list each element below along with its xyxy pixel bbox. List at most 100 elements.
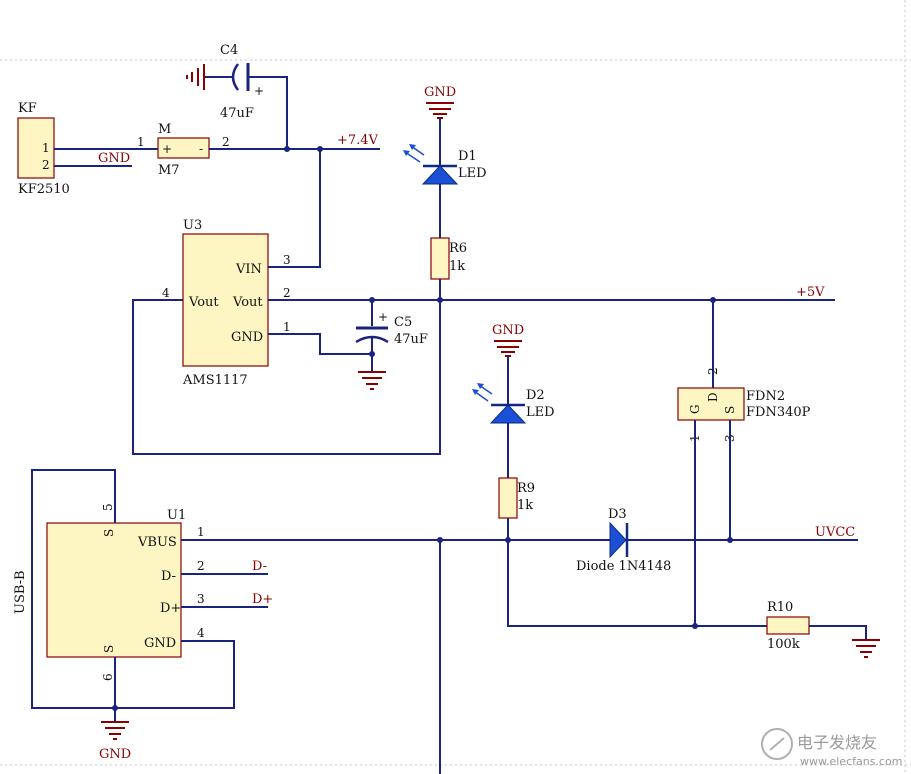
wire-u3-vin — [268, 149, 321, 268]
diode-d3-triangle — [609, 521, 627, 559]
resistor-r6[interactable]: R6 1k — [430, 237, 467, 280]
regulator-u3-pin-vin: 3 — [283, 253, 291, 267]
switch-m-plus: + — [162, 142, 172, 156]
resistor-r9[interactable]: R9 1k — [498, 477, 535, 519]
wire-r10-left — [507, 540, 767, 627]
watermark-logo-icon — [761, 728, 793, 760]
resistor-r10[interactable]: R10 100k — [766, 600, 810, 652]
switch-m-ref: M — [158, 122, 171, 137]
mosfet-fdn2[interactable]: FDN2 FDN340P G D S 2 1 3 — [677, 367, 811, 442]
watermark-main: 电子发烧友 — [797, 733, 877, 752]
capacitor-c5-value: 47uF — [394, 332, 428, 347]
gnd-label-d2: GND — [492, 323, 524, 338]
led-d1-arrow-2 — [409, 144, 416, 150]
regulator-u3-gnd: GND — [231, 330, 263, 345]
switch-m-pin1: 1 — [137, 135, 145, 149]
gnd-symbol-c5 — [358, 371, 386, 390]
capacitor-c4-plate-curved — [231, 63, 240, 91]
resistor-r6-body — [430, 237, 450, 280]
led-d2-ref: D2 — [526, 388, 545, 403]
resistor-r10-value: 100k — [767, 637, 800, 652]
diode-d3-ref: D3 — [608, 507, 627, 522]
usb-connector-u1-pin3: 3 — [197, 592, 205, 606]
usb-connector-u1-pin2: 2 — [197, 559, 205, 573]
connector-kf-gnd-net: GND — [98, 151, 130, 166]
watermark-sub: www.elecfans.com — [800, 755, 902, 768]
junction-c4 — [284, 146, 290, 152]
mosfet-fdn2-ref: FDN2 — [746, 389, 785, 404]
junction-vbus-down — [437, 537, 443, 543]
gnd-symbol-usb — [101, 721, 129, 740]
gnd-symbol-r10 — [852, 639, 880, 658]
usb-connector-u1-body — [46, 522, 182, 658]
usb-connector-u1-pin1: 1 — [197, 525, 205, 539]
wire-u3-gnd — [268, 333, 372, 355]
junction-uvcc — [727, 537, 733, 543]
capacitor-c5-ref: C5 — [394, 315, 412, 330]
regulator-u3-part: AMS1117 — [182, 373, 248, 388]
usb-connector-u1-pin6: 6 — [101, 673, 115, 681]
capacitor-c4-value: 47uF — [220, 106, 254, 121]
mosfet-fdn2-g: G — [688, 404, 702, 414]
led-d2-arrow-2 — [477, 383, 484, 389]
connector-kf-pin1: 1 — [42, 141, 50, 155]
usb-connector-u1-gnd: GND — [144, 636, 176, 651]
watermark: 电子发烧友 www.elecfans.com — [761, 728, 902, 768]
regulator-u3-vout-right: Vout — [232, 295, 263, 310]
connector-kf-pin2: 2 — [42, 158, 50, 172]
usb-connector-u1-pin5: 5 — [101, 503, 115, 511]
net-label-uvcc: UVCC — [815, 525, 855, 540]
regulator-u3-ref: U3 — [183, 218, 202, 233]
gnd-label-usb: GND — [99, 747, 131, 762]
switch-m[interactable]: M M7 + - 1 2 — [137, 122, 230, 178]
usb-connector-u1-ref: U1 — [167, 508, 186, 523]
mosfet-fdn2-body — [677, 387, 745, 421]
usb-connector-u1-s-top: S — [102, 529, 116, 537]
led-d2-arrow-1 — [472, 389, 479, 395]
led-d1-ref: D1 — [458, 149, 477, 164]
resistor-r6-ref: R6 — [449, 241, 467, 256]
wire-u3-vout-loop — [132, 299, 441, 455]
usb-connector-u1[interactable]: U1 USB-B VBUS D- D+ GND S S 1 2 3 4 5 6 — [13, 503, 205, 681]
regulator-u3-body — [182, 233, 269, 367]
gnd-symbol-c4 — [186, 64, 205, 90]
junction-r10-gate — [692, 623, 698, 629]
mosfet-fdn2-d: D — [706, 392, 720, 402]
led-d2[interactable]: D2 LED — [472, 383, 555, 424]
resistor-r9-value: 1k — [517, 498, 533, 513]
usb-connector-u1-dplus: D+ — [160, 601, 181, 616]
gnd-symbol-d2 — [494, 340, 522, 357]
usb-connector-u1-s-bottom: S — [102, 645, 116, 653]
usb-connector-u1-label: USB-B — [13, 570, 28, 614]
led-d2-part: LED — [526, 405, 555, 420]
net-label-5v: +5V — [796, 285, 825, 300]
regulator-u3-pin-gnd: 1 — [283, 320, 291, 334]
resistor-r10-ref: R10 — [767, 600, 793, 615]
diode-d3[interactable]: D3 Diode 1N4148 — [576, 507, 671, 574]
led-d1-triangle — [421, 165, 459, 185]
led-d2-triangle — [489, 404, 527, 424]
connector-kf[interactable]: KF KF2510 1 2 GND — [17, 101, 130, 197]
mosfet-fdn2-s: S — [723, 406, 737, 414]
regulator-u3[interactable]: U3 AMS1117 VIN Vout Vout GND 3 2 1 4 — [162, 218, 291, 388]
capacitor-c5-plus: + — [378, 310, 388, 324]
led-d1-arrow-1 — [403, 150, 410, 156]
net-label-dminus: D- — [252, 559, 267, 574]
switch-m-part: M7 — [158, 163, 180, 178]
capacitor-c4-ref: C4 — [220, 43, 238, 58]
net-label-dplus: D+ — [252, 592, 273, 607]
mosfet-fdn2-part: FDN340P — [746, 405, 811, 420]
regulator-u3-pin-vout-r: 2 — [283, 286, 291, 300]
connector-kf-part: KF2510 — [18, 182, 70, 197]
resistor-r9-ref: R9 — [517, 481, 535, 496]
wire-r10-right — [809, 625, 867, 640]
resistor-r6-value: 1k — [449, 259, 465, 274]
usb-connector-u1-dminus: D- — [161, 569, 176, 584]
capacitor-c5[interactable]: C5 47uF + — [355, 300, 428, 372]
led-d1[interactable]: D1 LED — [403, 144, 487, 185]
gnd-label-d1: GND — [424, 85, 456, 100]
capacitor-c4[interactable]: C4 47uF + — [204, 43, 288, 149]
